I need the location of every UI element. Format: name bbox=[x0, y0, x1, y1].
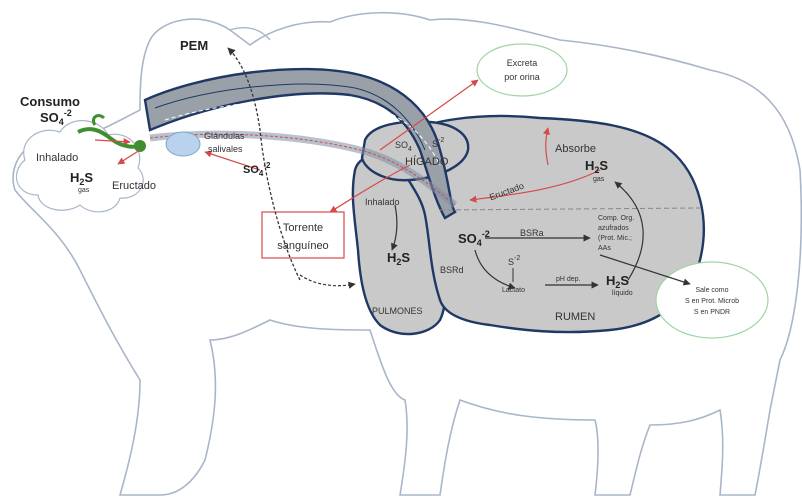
exit-label-3: S en PNDR bbox=[694, 309, 730, 316]
bsrd-label: BSRd bbox=[440, 265, 464, 275]
consumo-label: Consumo bbox=[20, 94, 80, 109]
excreta-label-2: por orina bbox=[504, 72, 540, 82]
excreta-bubble bbox=[477, 44, 567, 96]
consumption-pipe-loop bbox=[93, 116, 104, 125]
lactato-label: Lactato bbox=[502, 287, 525, 294]
gas-left-label: gas bbox=[78, 187, 90, 194]
inhalation-cloud bbox=[16, 121, 143, 212]
absorbe-label: Absorbe bbox=[555, 143, 596, 155]
gas-right-label: gas bbox=[593, 176, 605, 183]
eructado-left-label: Eructado bbox=[112, 180, 156, 192]
exit-label-1: Sale como bbox=[695, 287, 728, 294]
inhalado-left-label: Inhalado bbox=[36, 152, 78, 164]
glandulas-label-2: salivales bbox=[208, 144, 243, 154]
pem-label: PEM bbox=[180, 38, 208, 53]
so4-saliva-label: SO4-2 bbox=[243, 161, 271, 178]
comp-label-4: AAs bbox=[598, 245, 611, 252]
bloodstream-label-2: sanguíneo bbox=[277, 240, 328, 252]
ph-dep-label: pH dep. bbox=[556, 276, 581, 283]
bsra-label: BSRa bbox=[520, 228, 544, 238]
liver-label: HÍGADO bbox=[405, 155, 449, 168]
salivary-gland bbox=[166, 132, 200, 156]
comp-label-1: Comp. Org. bbox=[598, 215, 634, 222]
inhalado-lung-label: Inhalado bbox=[365, 197, 400, 207]
glandulas-label-1: Glándulas bbox=[204, 131, 245, 141]
arrow-blood-to-lungs bbox=[300, 275, 355, 286]
exit-label-2: S en Prot. Microb bbox=[685, 298, 739, 305]
rumen-label: RUMEN bbox=[555, 311, 595, 323]
comp-label-2: azufrados bbox=[598, 225, 629, 232]
lungs-label: PULMONES bbox=[372, 306, 423, 316]
liquid-label: líquido bbox=[612, 290, 633, 297]
bloodstream-label-1: Torrente bbox=[283, 222, 323, 234]
comp-label-3: (Prot. Mic.; bbox=[598, 235, 632, 242]
excreta-label-1: Excreta bbox=[507, 58, 538, 68]
